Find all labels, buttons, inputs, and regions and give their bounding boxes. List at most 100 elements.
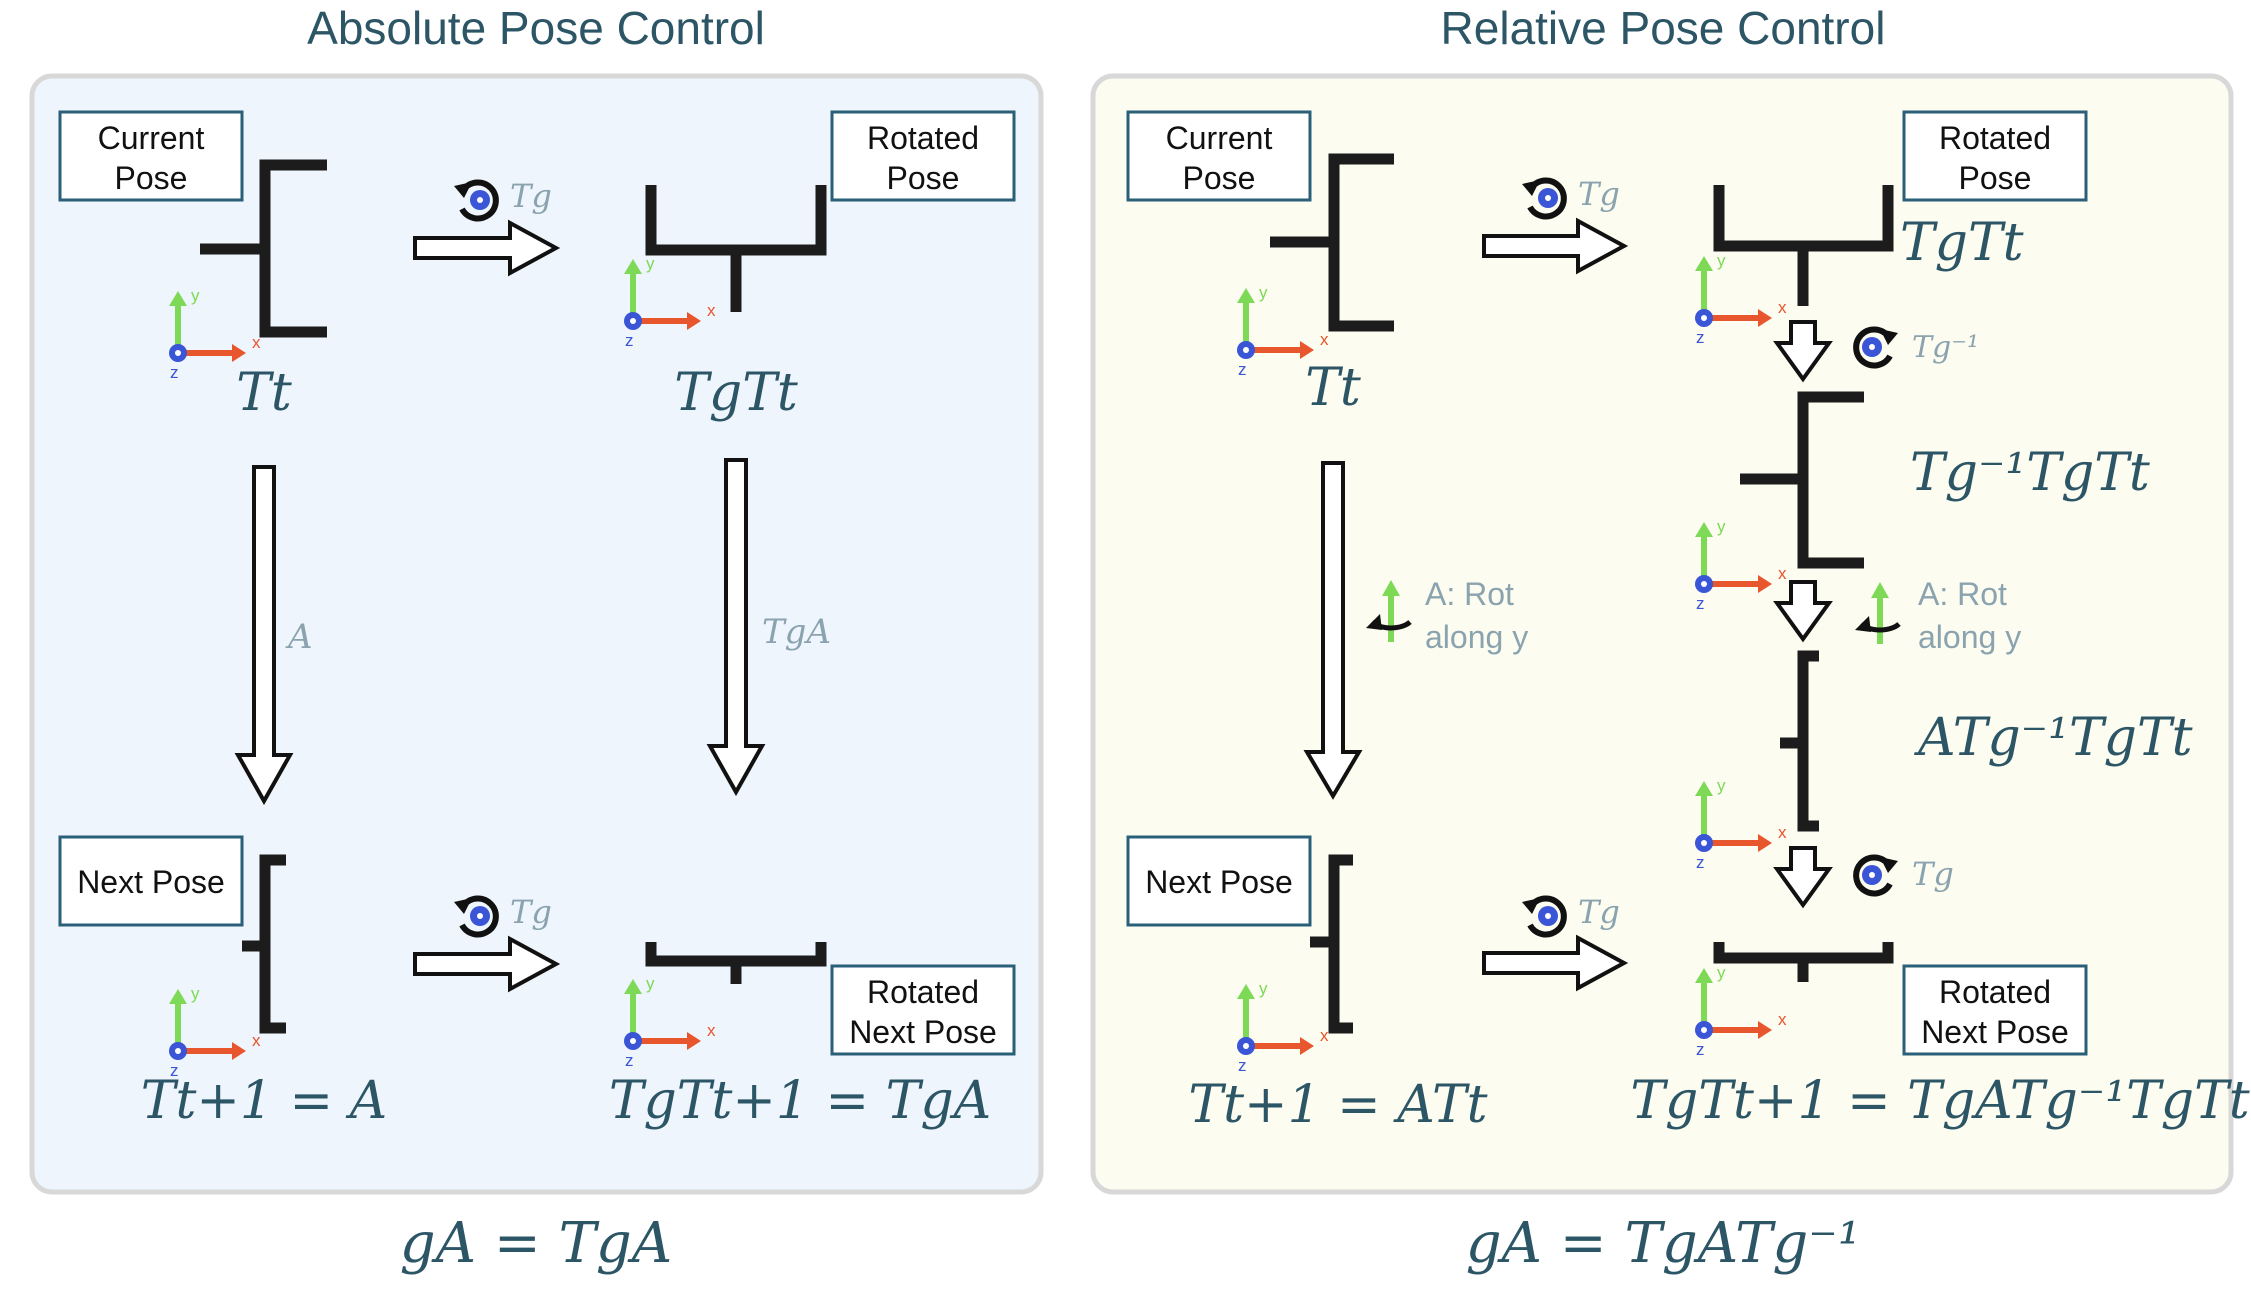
svg-text:z: z: [1696, 328, 1705, 347]
svg-text:y: y: [646, 974, 655, 993]
svg-text:y: y: [1717, 776, 1726, 795]
svg-text:x: x: [1778, 564, 1787, 583]
svg-text:x: x: [707, 1021, 716, 1040]
svg-text:y: y: [191, 286, 200, 305]
svg-text:y: y: [646, 254, 655, 273]
left-rotated-next-pose-box: Rotated Next Pose: [830, 964, 1016, 1056]
axis-triad-icon: x y z: [624, 254, 716, 350]
left-current-pose-box: Current Pose: [58, 110, 244, 202]
hollow-arrow-icon: [234, 465, 294, 806]
svg-text:along y: along y: [1425, 619, 1528, 655]
eq-TgTt: TgTt: [674, 363, 798, 423]
axis-triad-icon: x y z: [624, 974, 716, 1070]
svg-text:Next Pose: Next Pose: [1145, 864, 1293, 900]
svg-text:z: z: [1238, 360, 1247, 379]
gripper-icon: [1310, 854, 1353, 1034]
svg-text:Pose: Pose: [1183, 160, 1256, 196]
svg-text:z: z: [170, 1061, 179, 1080]
svg-text:x: x: [1778, 298, 1787, 317]
svg-text:Next Pose: Next Pose: [1921, 1014, 2069, 1050]
svg-text:Current: Current: [1166, 120, 1273, 156]
hollow-arrow-icon: [413, 935, 561, 993]
eq-TgTt: TgTt: [1900, 213, 2024, 273]
eq-TgTt1-TgA: TgTt+1 = TgA: [609, 1071, 991, 1131]
svg-text:Pose: Pose: [887, 160, 960, 196]
rot-y-marker: A: Rot along y: [1366, 576, 1528, 655]
tg-label: Tg: [510, 177, 552, 215]
left-next-pose-box: Next Pose: [58, 835, 244, 927]
svg-text:Rotated: Rotated: [1939, 120, 2051, 156]
left-bottom-eq: gA = TgA: [400, 1211, 672, 1276]
eq-Tt1-A: Tt+1 = A: [141, 1071, 387, 1131]
svg-text:Next Pose: Next Pose: [77, 864, 225, 900]
gripper-icon: [645, 185, 827, 312]
hollow-arrow-icon: [706, 458, 766, 797]
svg-text:y: y: [1259, 283, 1268, 302]
eq-Tt: Tt: [236, 363, 292, 423]
svg-text:Pose: Pose: [1959, 160, 2032, 196]
right-title: Relative Pose Control: [1441, 2, 1886, 54]
tg-label: Tg: [510, 893, 552, 931]
left-title: Absolute Pose Control: [307, 2, 765, 54]
label-TgA: TgA: [762, 612, 831, 652]
svg-text:Rotated: Rotated: [867, 120, 979, 156]
svg-text:x: x: [707, 301, 716, 320]
hollow-arrow-icon: [1303, 461, 1363, 800]
right-bottom-eq: gA = TgATg⁻¹: [1466, 1211, 1861, 1276]
right-rotated-next-pose-box: Rotated Next Pose: [1902, 964, 2088, 1056]
svg-text:z: z: [1696, 1040, 1705, 1059]
svg-text:y: y: [1717, 963, 1726, 982]
hollow-arrow-icon: [413, 219, 561, 277]
hollow-arrow-icon: [1773, 320, 1833, 383]
svg-text:x: x: [1778, 1010, 1787, 1029]
svg-text:x: x: [252, 1031, 261, 1050]
hollow-arrow-icon: [1773, 846, 1833, 909]
svg-text:Rotated: Rotated: [867, 974, 979, 1010]
hollow-arrow-icon: [1482, 217, 1629, 275]
gripper-icon: [200, 159, 327, 338]
right-next-pose-box: Next Pose: [1126, 835, 1312, 927]
svg-text:y: y: [1259, 979, 1268, 998]
svg-text:z: z: [625, 1051, 634, 1070]
gripper-icon: [1740, 391, 1864, 569]
tg-label: Tg: [1912, 855, 1954, 893]
eq-TgTt1-full: TgTt+1 = TgATg⁻¹TgTt: [1630, 1071, 2249, 1131]
label-A: A: [285, 617, 313, 657]
gripper-icon: [242, 854, 286, 1034]
right-current-pose-box: Current Pose: [1126, 110, 1312, 202]
axis-triad-icon: x y z: [1695, 776, 1787, 872]
eq-A-Tginv-Tg-Tt: ATg⁻¹TgTt: [1914, 708, 2193, 768]
tg-inv-label: Tg⁻¹: [1912, 330, 1979, 365]
svg-text:z: z: [170, 363, 179, 382]
axis-triad-icon: x y z: [1695, 517, 1787, 613]
hollow-arrow-icon: [1773, 580, 1833, 643]
axis-triad-icon: x y z: [1237, 283, 1329, 379]
left-panel: [29, 73, 1044, 1195]
tg-label: Tg: [1578, 893, 1620, 931]
svg-text:Next Pose: Next Pose: [849, 1014, 997, 1050]
svg-text:x: x: [1778, 823, 1787, 842]
svg-text:x: x: [252, 333, 261, 352]
gripper-icon: [1713, 185, 1894, 306]
axis-triad-icon: x y z: [1237, 979, 1329, 1075]
svg-text:z: z: [1238, 1056, 1247, 1075]
svg-text:z: z: [625, 331, 634, 350]
rot-y-marker: A: Rot along y: [1855, 576, 2021, 655]
axis-triad-icon: x y z: [1695, 963, 1787, 1059]
gripper-icon: [645, 942, 827, 984]
svg-text:Pose: Pose: [115, 160, 188, 196]
axis-triad-icon: x y z: [1695, 251, 1787, 347]
svg-text:x: x: [1320, 1026, 1329, 1045]
gripper-icon: [1270, 153, 1394, 332]
eq-Tginv-Tg-Tt: Tg⁻¹TgTt: [1910, 443, 2150, 503]
hollow-arrow-icon: [1482, 934, 1629, 992]
eq-Tt1-ATt: Tt+1 = ATt: [1188, 1075, 1487, 1135]
svg-text:z: z: [1696, 594, 1705, 613]
axis-triad-icon: x y z: [169, 286, 261, 382]
svg-text:A: Rot: A: Rot: [1425, 576, 1514, 612]
gripper-icon: [1780, 650, 1819, 832]
svg-text:A: Rot: A: Rot: [1918, 576, 2007, 612]
gripper-icon: [1713, 942, 1894, 982]
svg-text:along y: along y: [1918, 619, 2021, 655]
svg-text:y: y: [1717, 517, 1726, 536]
